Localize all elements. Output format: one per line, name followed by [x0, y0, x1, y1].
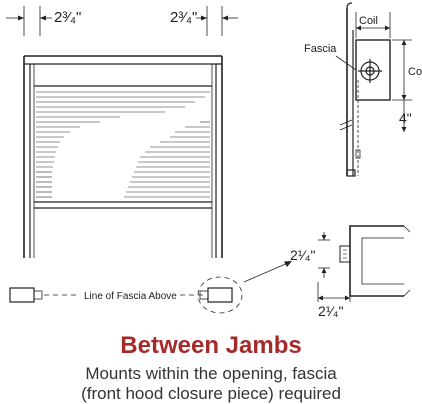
dim-detail-vertical: 2¹⁄₄"	[290, 247, 316, 263]
label-coil-height: Co	[408, 66, 422, 78]
label-coil: Coil	[359, 15, 378, 27]
caption-title: Between Jambs	[120, 332, 302, 359]
label-fascia: Fascia	[304, 43, 337, 55]
side-section	[335, 2, 412, 177]
caption-line-1: Mounts within the opening, fascia	[85, 364, 337, 383]
detail-jamb	[317, 225, 411, 302]
caption-line-2: (front hood closure piece) required	[81, 384, 341, 403]
dim-side-height: 4"	[399, 110, 412, 126]
dim-detail-horizontal: 2¹⁄₄"	[318, 303, 344, 319]
dim-left-top: 2³⁄₄"	[54, 9, 81, 26]
label-line-of-fascia: Line of Fascia Above	[84, 291, 177, 302]
front-elevation	[6, 6, 292, 314]
dim-right-top: 2³⁄₄"	[170, 9, 197, 26]
